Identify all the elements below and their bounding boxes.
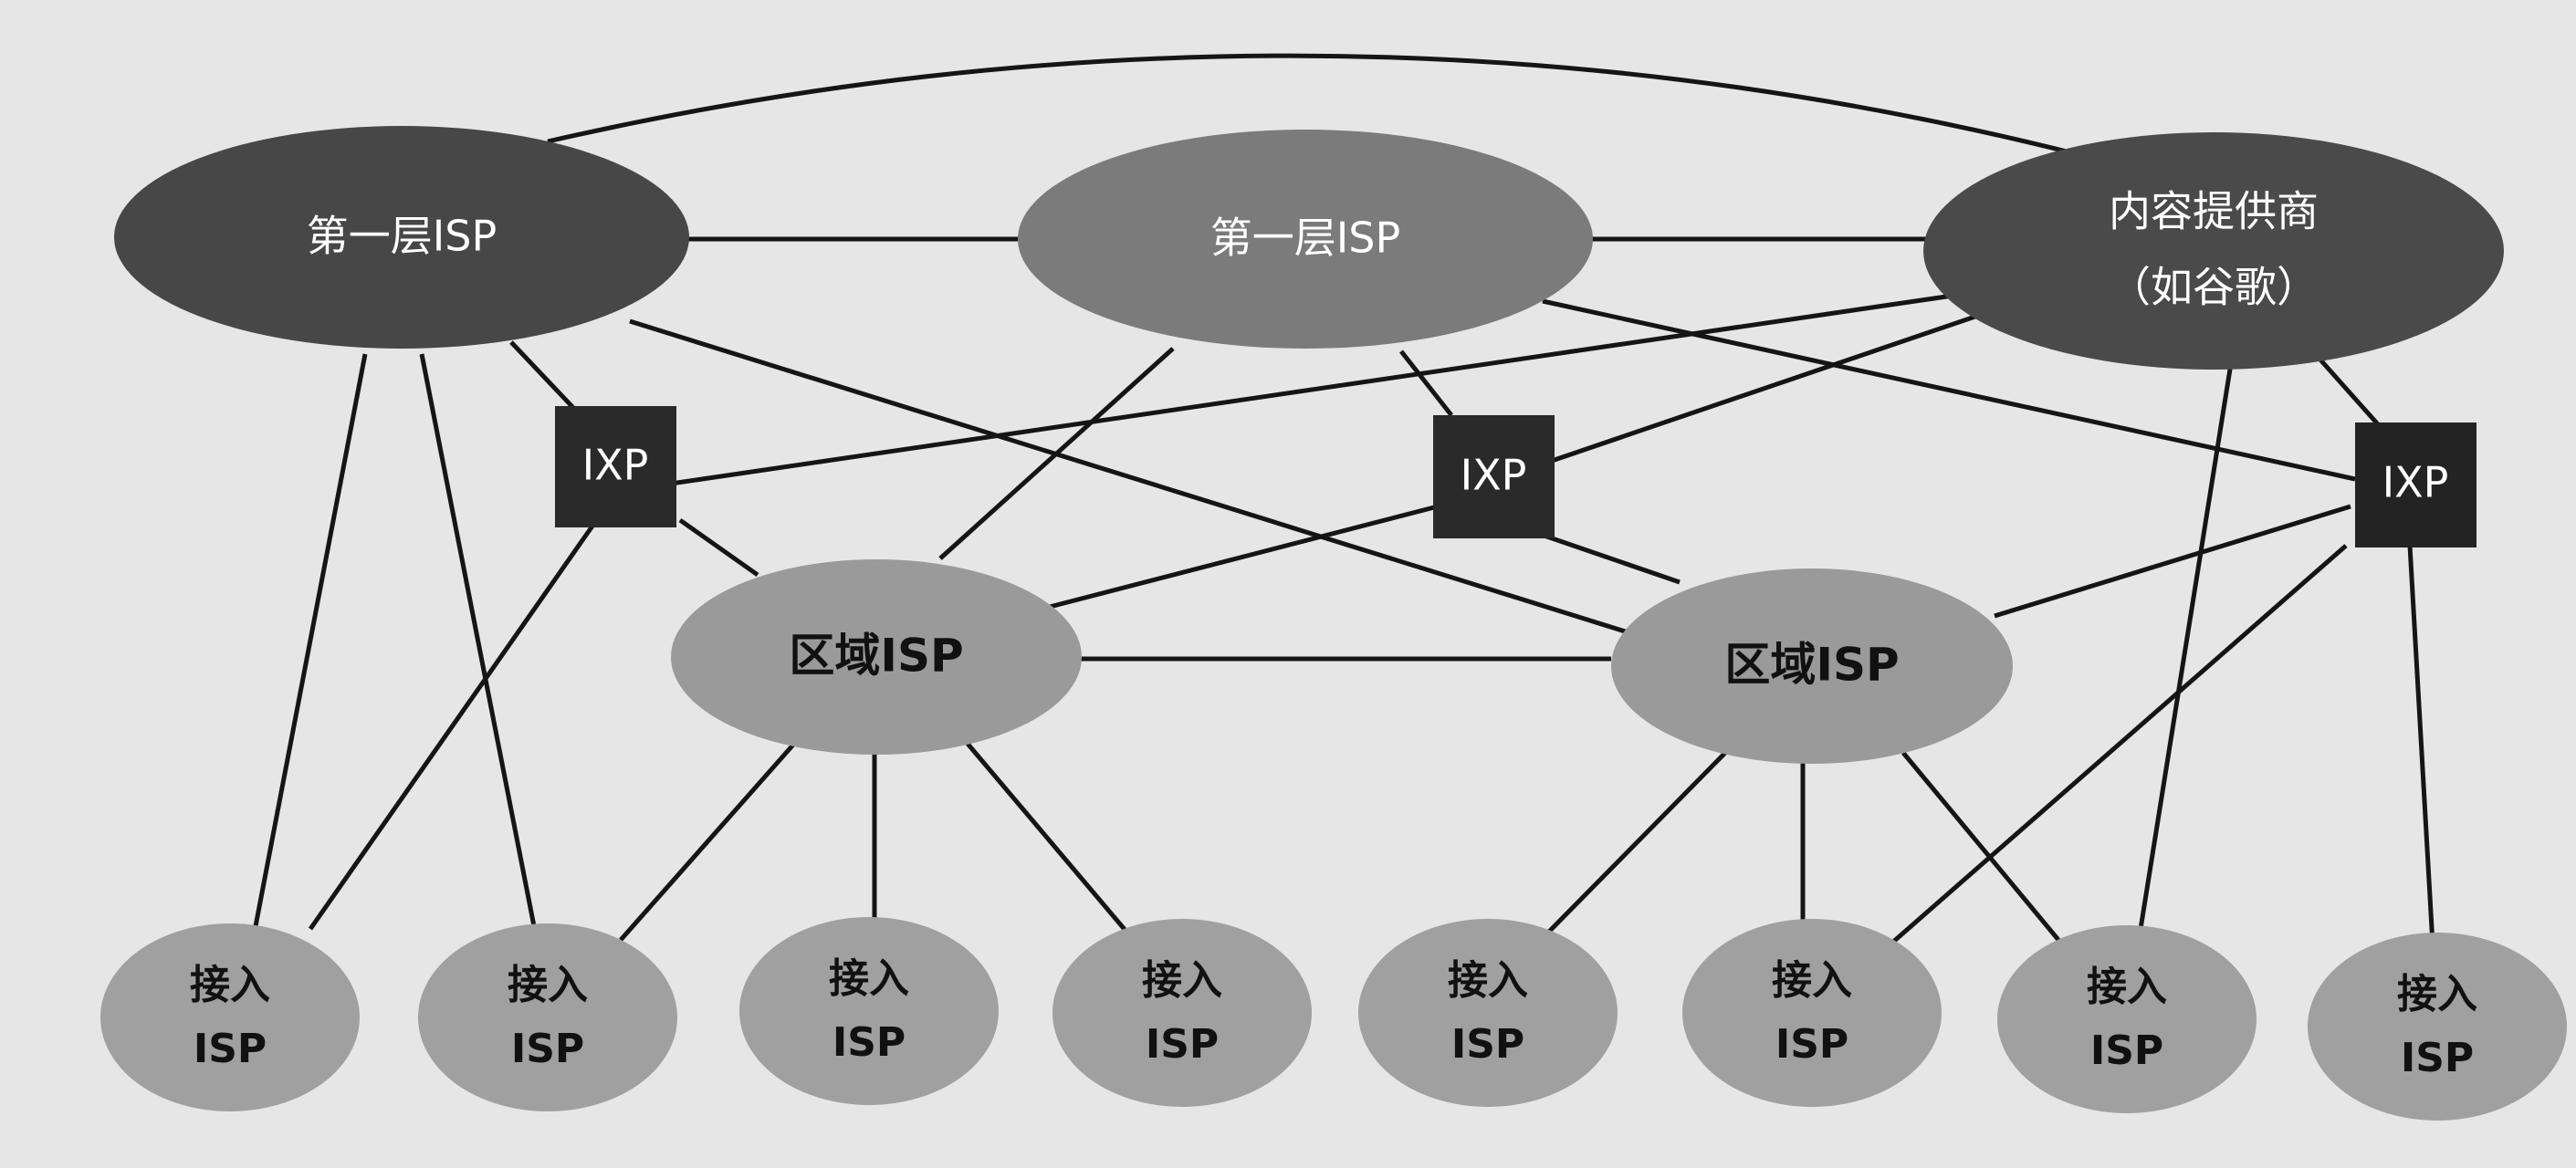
access-isp-6: 接入 ISP [1682, 919, 1942, 1107]
content-provider-label-line2: （如谷歌） [2109, 263, 2319, 312]
access-isp-8: 接入 ISP [2308, 933, 2567, 1121]
access-isp-1: 接入 ISP [100, 923, 360, 1111]
access-isp-1-line2: ISP [194, 1026, 267, 1072]
edge-ixp3-access8 [2407, 545, 2435, 945]
access-isp-4-line1: 接入 [1142, 957, 1222, 1004]
ixp-left: IXP [555, 406, 676, 527]
access-isp-6-line1: 接入 [1772, 957, 1852, 1004]
regional-isp-left-label: 区域ISP [789, 630, 963, 683]
tier1-isp-middle: 第一层ISP [1018, 130, 1593, 349]
edge-region2-access7 [1901, 751, 2060, 942]
access-isp-2: 接入 ISP [418, 923, 677, 1111]
edge-tier1-left-access2 [419, 353, 537, 927]
ixp-middle: IXP [1433, 415, 1555, 538]
access-isp-8-shape [2308, 933, 2567, 1121]
access-isp-4-line2: ISP [1146, 1021, 1219, 1068]
ixp-right-label: IXP [2382, 458, 2449, 507]
edge-tier1-mid-ixp3 [1542, 298, 2356, 482]
edge-ixp2-region2 [1533, 529, 1681, 585]
access-isp-5-line2: ISP [1451, 1021, 1524, 1068]
edge-ixp2-region1 [1049, 504, 1439, 610]
tier1-isp-left: 第一层ISP [114, 126, 689, 349]
tier1-isp-left-shape [114, 126, 689, 349]
access-isp-6-line2: ISP [1775, 1021, 1848, 1068]
tier1-isp-left-label: 第一层ISP [307, 212, 497, 261]
edge-ixp1-access1 [308, 523, 596, 931]
access-isp-4-shape [1052, 919, 1312, 1107]
regional-isp-right-label: 区域ISP [1724, 639, 1899, 692]
access-isp-8-line1: 接入 [2397, 971, 2477, 1017]
connection-lines [253, 53, 2435, 951]
edge-content-provider-access7 [2138, 357, 2235, 930]
access-isp-5-line1: 接入 [1448, 957, 1528, 1004]
tier1-isp-middle-shape [1018, 130, 1593, 349]
content-provider-shape [1923, 132, 2504, 370]
access-isp-8-line2: ISP [2401, 1035, 2474, 1081]
edge-tier1-left-content-provider [547, 53, 2082, 158]
edge-ixp1-region1 [678, 517, 759, 578]
access-isp-1-shape [100, 923, 360, 1111]
access-isp-1-line1: 接入 [190, 962, 270, 1008]
access-isp-5-shape [1358, 919, 1618, 1107]
access-isp-3-shape [739, 917, 999, 1105]
access-isp-3-line2: ISP [832, 1019, 906, 1066]
access-isp-5: 接入 ISP [1358, 919, 1618, 1107]
access-isp-7-line1: 接入 [2087, 964, 2167, 1010]
edge-tier1-left-access1 [253, 353, 368, 927]
edge-region2-access5 [1541, 751, 1727, 940]
edge-tier1-mid-region1 [938, 347, 1175, 560]
edge-ixp3-region2 [1994, 504, 2351, 619]
access-isp-4: 接入 ISP [1052, 919, 1312, 1107]
tier1-isp-middle-label: 第一层ISP [1210, 214, 1401, 263]
edge-content-provider-ixp3 [2317, 356, 2380, 426]
edge-region1-access3 [619, 742, 796, 942]
regional-isp-left-shape [671, 559, 1082, 755]
ixp-middle-shape [1433, 415, 1555, 538]
regional-isp-right: 区域ISP [1611, 568, 2013, 764]
edge-tier1-left-region2 [629, 318, 1635, 637]
edge-ixp2-content-provider [1551, 306, 2000, 464]
access-isp-2-line2: ISP [511, 1026, 584, 1072]
access-isp-7: 接入 ISP [1997, 925, 2257, 1113]
access-isp-3-line1: 接入 [829, 955, 909, 1002]
ixp-left-shape [555, 406, 676, 527]
access-isp-3: 接入 ISP [739, 917, 999, 1105]
edge-ixp1-content-provider [670, 287, 1991, 486]
access-isp-7-shape [1997, 925, 2257, 1113]
edge-region1-access5 [966, 742, 1134, 940]
access-isp-7-line2: ISP [2090, 1027, 2163, 1074]
regional-isp-right-shape [1611, 568, 2013, 764]
ixp-left-label: IXP [582, 441, 649, 490]
ixp-right: IXP [2355, 422, 2477, 548]
access-isp-2-line1: 接入 [508, 962, 588, 1008]
ixp-middle-label: IXP [1461, 451, 1527, 500]
regional-isp-left: 区域ISP [671, 559, 1082, 755]
access-isp-2-shape [418, 923, 677, 1111]
edge-tier1-mid-ixp2 [1399, 349, 1453, 417]
edge-ixp3-access6 [1883, 544, 2348, 951]
content-provider-label-line1: 内容提供商 [2109, 187, 2319, 236]
access-isp-6-shape [1682, 919, 1942, 1107]
ixp-right-shape [2355, 422, 2477, 548]
content-provider: 内容提供商 （如谷歌） [1923, 132, 2504, 370]
